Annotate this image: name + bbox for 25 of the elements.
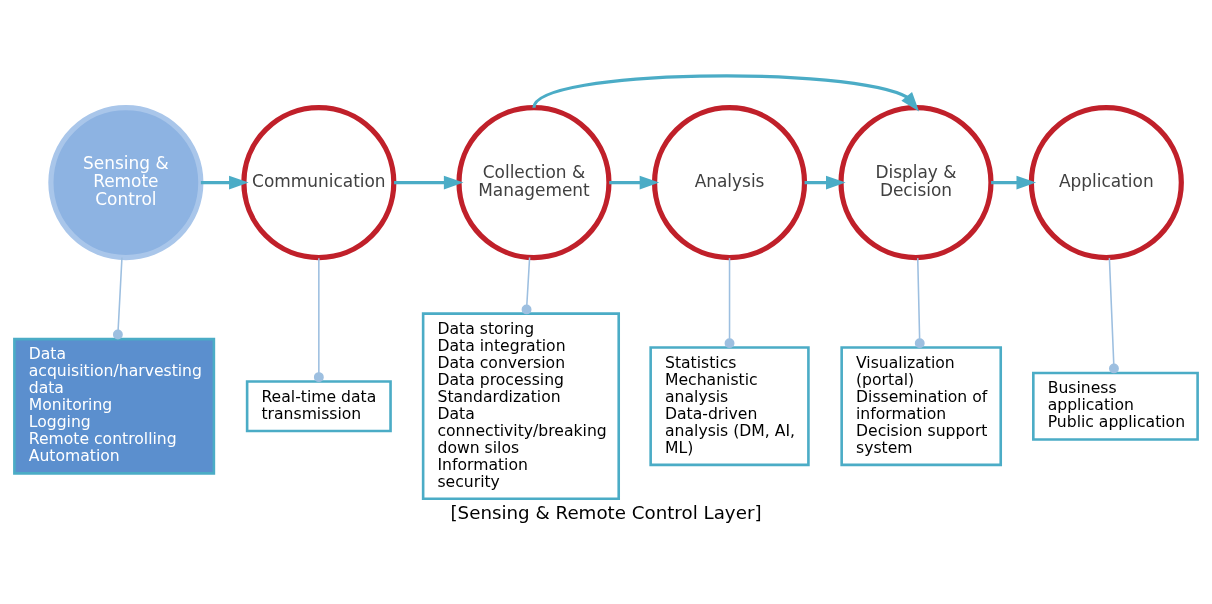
node-circle: Sensing & Remote Control xyxy=(48,105,204,261)
arrow xyxy=(804,175,846,190)
node-circle: Application xyxy=(1028,105,1184,261)
node-box: Data acquisition/harvesting data Monitoring Logging Remote controlling Automation xyxy=(13,337,216,475)
arrow xyxy=(991,175,1037,190)
node-box: Real-time data transmission xyxy=(245,380,392,433)
node-circle: Analysis xyxy=(651,105,808,261)
connector xyxy=(313,257,324,383)
connector xyxy=(112,256,123,340)
node-box: Data storing Data integration Data conversion Data processing Standardization Data connectivity/breaking down silos Information security xyxy=(421,312,620,501)
connector xyxy=(1108,257,1119,374)
arrow xyxy=(394,175,464,190)
node-circle: Collection & Management xyxy=(456,105,612,261)
connector xyxy=(521,256,532,315)
arrow xyxy=(609,175,660,190)
caption: [Sensing & Remote Control Layer] xyxy=(450,501,762,523)
arrow xyxy=(532,74,920,112)
node-box: Visualization (portal) Dissemination of information Decision support system xyxy=(840,346,1003,467)
connector xyxy=(914,257,925,349)
arrow xyxy=(200,175,249,190)
node-circle: Display & Decision xyxy=(838,105,994,261)
node-box: Business application Public application xyxy=(1032,371,1199,441)
node-circle: Communication xyxy=(241,105,397,261)
node-box: Statistics Mechanistic analysis Data-driven analysis (DM, AI, ML) xyxy=(649,346,810,467)
connector xyxy=(724,257,735,349)
